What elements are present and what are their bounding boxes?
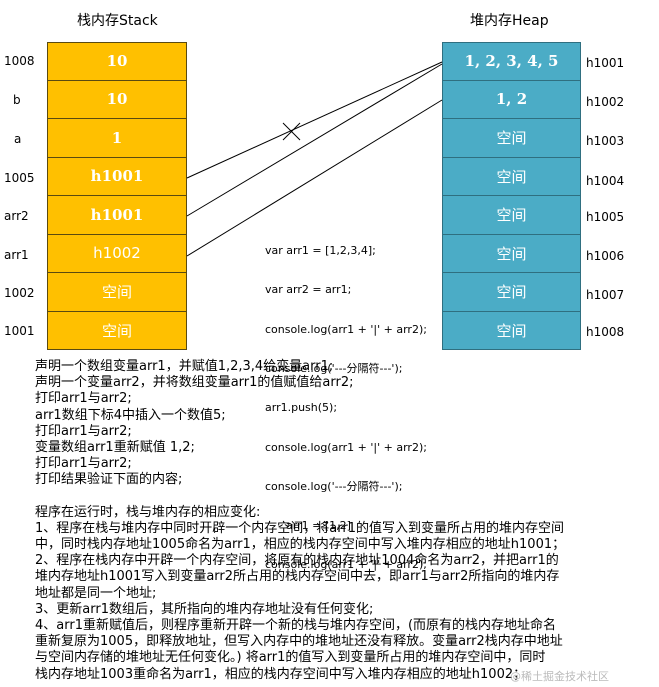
- step-line: 4、arr1重新赋值后，则程序重新开辟一个新的栈与堆内存空间，(而原有的栈内存地…: [35, 618, 557, 634]
- step-line: 堆内存地址h1001写入到变量arr2所占用的栈内存空间中去，即arr1与arr…: [35, 569, 560, 585]
- code-line: console.log(arr1 + '|' + arr2);: [265, 558, 427, 572]
- heap-title: 堆内存Heap: [470, 13, 549, 29]
- description: 声明一个数组变量arr1，并赋值1,2,3,4给变量arr1; 声明一个变量ar…: [35, 359, 635, 683]
- stack-cell: 空间: [47, 311, 187, 350]
- pointer-line-arr2-to-h1001: [186, 63, 443, 217]
- stack-address-label: b: [13, 93, 21, 107]
- stack-cell: 10: [47, 42, 187, 81]
- stack-address-label: 1002: [4, 286, 35, 300]
- stack-address-label: 1001: [4, 324, 35, 338]
- code-line: var arr2 = arr1;: [265, 283, 352, 297]
- stack-title: 栈内存Stack: [77, 13, 158, 29]
- heap-cell: 空间: [442, 157, 581, 196]
- heap-address-label: h1007: [586, 288, 625, 302]
- stack-address-label: a: [14, 132, 22, 146]
- stack-cell: h1002: [47, 234, 187, 273]
- heap-address-label: h1001: [586, 56, 625, 70]
- code-line: arr1.push(5);: [265, 401, 338, 415]
- heap-address-label: h1008: [586, 325, 625, 339]
- code-line: console.log(arr1 + '|' + arr2);: [265, 322, 427, 336]
- stack-address-label: arr2: [4, 209, 29, 223]
- step-line: 地址都是同一个地址;: [35, 585, 157, 601]
- intro-line: 打印arr1与arr2;: [35, 423, 132, 439]
- heap-cell: 1, 2, 3, 4, 5: [442, 42, 581, 81]
- step-line: 3、更新arr1数组后，其所指向的堆内存地址没有任何变化;: [35, 601, 374, 617]
- heap-cell: 空间: [442, 311, 581, 350]
- heap-cell: 空间: [442, 196, 581, 235]
- stack-cell: 10: [47, 80, 187, 119]
- cross-mark: [282, 122, 301, 141]
- step-line: 2、程序在栈内存中开辟一个内存空间，将原有的栈内存地址1004命名为arr2，并…: [35, 553, 559, 569]
- heap-cell: 1, 2: [442, 80, 581, 119]
- step-line: 栈内存地址1003重命名为arr1，相应的栈内存空间中写入堆内存相应的地址h10…: [35, 666, 527, 682]
- step-line: 中，同时栈内存地址1005命名为arr1，相应的栈内存空间中写入堆内存相应的地址…: [35, 537, 566, 553]
- watermark: @稀土掘金技术社区: [510, 670, 609, 683]
- code-line: arr1 = [1,2]: [265, 519, 351, 533]
- stack-cell: 1: [47, 119, 187, 158]
- stack-address-label: 1005: [4, 171, 35, 185]
- intro-line: arr1数组下标4中插入一个数值5;: [35, 407, 226, 423]
- heap-address-label: h1004: [586, 174, 625, 188]
- intro-line: 变量数组arr1重新赋值 1,2;: [35, 440, 195, 456]
- pointer-line-1005-to-h1001: [186, 61, 443, 179]
- stack-cell: h1001: [47, 157, 187, 196]
- stack-address-label: arr1: [4, 248, 29, 262]
- spacer: [35, 489, 635, 505]
- intro-line: 打印结果验证下面的内容;: [35, 472, 183, 488]
- stack-cell: h1001: [47, 196, 187, 235]
- intro-line: 声明一个变量arr2，并将数组变量arr1的值赋值给arr2;: [35, 375, 354, 391]
- heap-address-label: h1002: [586, 95, 625, 109]
- heap-cell: 空间: [442, 234, 581, 273]
- intro-line: 打印arr1与arr2;: [35, 391, 132, 407]
- step-line: 程序在运行时，栈与堆内存的相应变化:: [35, 504, 261, 520]
- stack-cell: 空间: [47, 273, 187, 312]
- stack-memory-column: 10 10 1 h1001 h1001 h1002 空间 空间: [47, 42, 187, 350]
- pointer-line-arr1-to-h1002: [186, 99, 443, 257]
- heap-cell: 空间: [442, 119, 581, 158]
- code-line: var arr1 = [1,2,3,4];: [265, 244, 376, 258]
- step-line: 重新复原为1005，即释放地址，但写入内存中的堆地址还没有释放。变量arr2栈内…: [35, 634, 563, 650]
- stack-address-label: 1008: [4, 54, 35, 68]
- code-line: console.log('---分隔符---');: [265, 362, 403, 376]
- code-snippet: var arr1 = [1,2,3,4]; var arr2 = arr1; c…: [265, 218, 427, 585]
- heap-address-label: h1003: [586, 134, 625, 148]
- step-line: 1、程序在栈与堆内存中同时开辟一个内存空间，将arr1的值写入到变量所占用的堆内…: [35, 520, 564, 536]
- step-line: 与空间内存储的堆地址无任何变化。) 将arr1的值写入到变量所占用的堆内存空间中…: [35, 650, 546, 666]
- heap-address-label: h1005: [586, 210, 625, 224]
- heap-address-label: h1006: [586, 249, 625, 263]
- reference-lines: [186, 61, 443, 257]
- code-line: console.log('---分隔符---');: [265, 479, 403, 493]
- intro-line: 声明一个数组变量arr1，并赋值1,2,3,4给变量arr1;: [35, 359, 334, 374]
- code-line: console.log(arr1 + '|' + arr2);: [265, 440, 427, 454]
- heap-cell: 空间: [442, 273, 581, 312]
- heap-memory-column: 1, 2, 3, 4, 5 1, 2 空间 空间 空间 空间 空间 空间: [442, 42, 581, 350]
- intro-line: 打印arr1与arr2;: [35, 456, 132, 472]
